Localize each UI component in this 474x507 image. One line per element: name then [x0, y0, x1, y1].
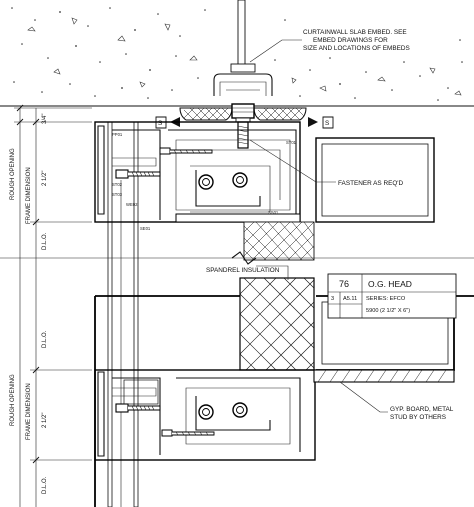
spandrel-insulation-top — [243, 221, 315, 261]
detail-number: 76 — [339, 279, 349, 289]
detail-ref-b: A5.11 — [343, 296, 357, 302]
spandrel-insulation-middle — [239, 277, 315, 371]
callout-embed: CURTAINWALL SLAB EMBED. SEE EMBED DRAWIN… — [249, 29, 410, 63]
note-gyp-line1: GYP. BOARD, METAL — [390, 406, 454, 413]
detail-model: 5900 (2 1/2" X 6") — [366, 308, 410, 314]
svg-text:SE01: SE01 — [140, 226, 151, 231]
note-embed-line3: SIZE AND LOCATIONS OF EMBEDS — [303, 45, 410, 52]
detail-title: O.G. HEAD — [368, 279, 412, 289]
gasket-crosshatch — [183, 107, 305, 121]
svg-text:WE02: WE02 — [126, 202, 138, 207]
dim-top-dlo: D.L.O. — [42, 232, 48, 250]
detail-ref-a: 3 — [331, 296, 334, 302]
title-block: 76 O.G. HEAD 3 A5.11 SERIES: EFCO 5900 (… — [327, 273, 457, 319]
anchor-assembly — [179, 103, 307, 149]
concrete-aggregate — [27, 17, 462, 96]
screw-bottom-right — [161, 429, 215, 437]
section-marker-right-label: S — [325, 120, 329, 127]
svg-text:PP01: PP01 — [112, 132, 123, 137]
screw-bottom-left — [115, 403, 161, 413]
dim-top-three-quarter: 3/4" — [42, 114, 48, 124]
note-embed-line1: CURTAINWALL SLAB EMBED. SEE — [303, 29, 407, 36]
svg-text:ST01: ST01 — [286, 140, 297, 145]
concrete-stipple — [11, 7, 463, 101]
detail-series: SERIES: EFCO — [366, 296, 406, 302]
note-gyp-line2: STUD BY OTHERS — [390, 414, 446, 421]
note-embed-line2: EMBED DRAWINGS FOR — [313, 37, 388, 44]
section-marker-left-label: S — [158, 120, 162, 127]
break-line — [0, 251, 474, 265]
svg-text:ST02: ST02 — [112, 182, 123, 187]
section-marker-right: S — [308, 116, 334, 129]
dim-bottom-dlo2: D.L.O. — [42, 476, 48, 494]
dim-rough-opening-bottom: ROUGH OPENING — [10, 374, 16, 426]
note-fastener: FASTENER AS REQ'D — [338, 180, 404, 187]
dim-bottom-dlo: D.L.O. — [42, 330, 48, 348]
callout-spandrel: SPANDREL INSULATION — [206, 265, 289, 280]
callout-gyp: GYP. BOARD, METAL STUD BY OTHERS — [339, 381, 454, 421]
slab-embed — [213, 0, 273, 96]
dim-bottom-two-half: 2 1/2" — [42, 413, 48, 428]
dim-top-two-half: 2 1/2" — [42, 171, 48, 186]
note-spandrel: SPANDREL INSULATION — [206, 267, 280, 274]
gyp-board — [313, 369, 455, 383]
top-mullion-frame: PP01 ST02 ST03 WE02 SE01 ST01 SS01 ST04 — [94, 121, 303, 507]
bottom-mullion-frame — [94, 295, 316, 507]
steel-tube-top — [315, 137, 435, 223]
dim-rough-opening-top: ROUGH OPENING — [10, 148, 16, 200]
dimension-strings: 3/4" 2 1/2" D.L.O. D.L.O. 2 1/2" D.L.O. … — [10, 104, 92, 507]
svg-text:ST03: ST03 — [112, 192, 123, 197]
screw-top-right — [159, 147, 213, 155]
screw-top-left — [115, 169, 161, 179]
callout-fastener: FASTENER AS REQ'D — [249, 139, 404, 187]
dim-frame-dimension-bottom: FRAME DIMENSION — [26, 383, 32, 440]
dim-frame-dimension-top: FRAME DIMENSION — [26, 167, 32, 224]
concrete-slab — [0, 0, 474, 107]
svg-text:SS01: SS01 — [268, 210, 279, 215]
